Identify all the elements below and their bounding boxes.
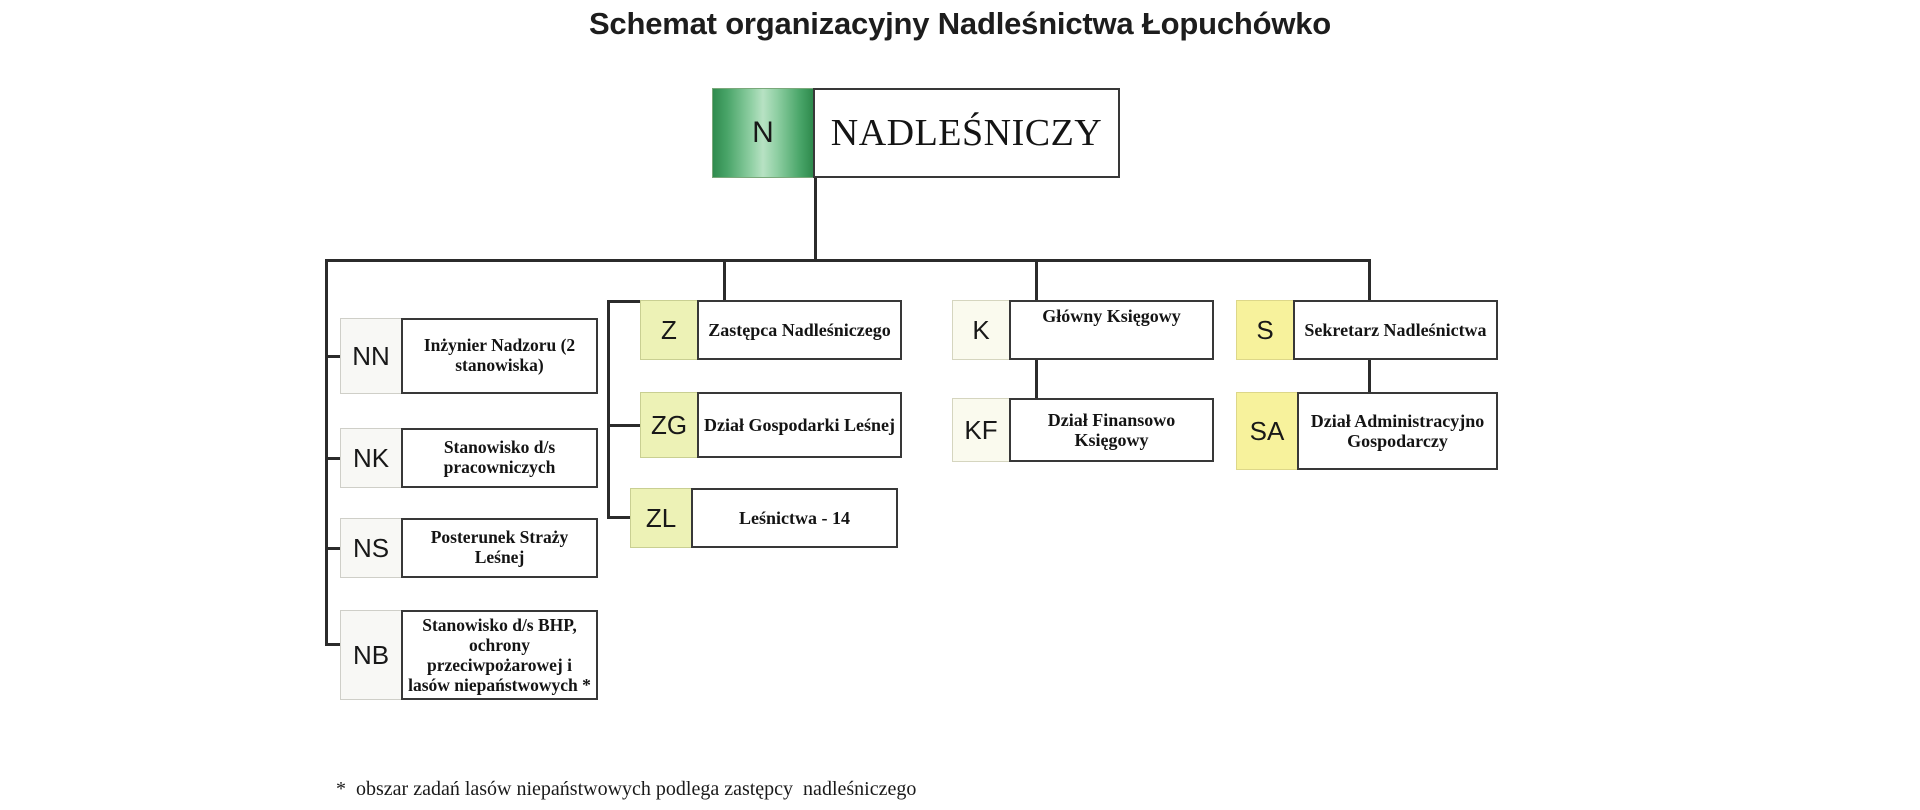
connector-drop-colD (1368, 259, 1371, 300)
node-ns[interactable]: NS Posterunek Straży Leśnej (340, 518, 598, 578)
connector-drop-colB (723, 259, 726, 300)
connector-z-spine-top (607, 300, 643, 303)
node-sa[interactable]: SA Dział Administracyjno Gospodarczy (1236, 392, 1498, 470)
node-code-s: S (1236, 300, 1294, 360)
node-title-ns: Posterunek Straży Leśnej (401, 518, 598, 578)
connector-k-to-kf (1035, 358, 1038, 400)
node-code-kf: KF (952, 398, 1010, 462)
node-code-nk: NK (340, 428, 402, 488)
node-code-nn: NN (340, 318, 402, 394)
node-code-k: K (952, 300, 1010, 360)
node-zg[interactable]: ZG Dział Gospodarki Leśnej (640, 392, 902, 458)
node-title-k: Główny Księgowy (1009, 300, 1214, 360)
node-title-z: Zastępca Nadleśniczego (697, 300, 902, 360)
node-title-s: Sekretarz Nadleśnictwa (1293, 300, 1498, 360)
node-kf[interactable]: KF Dział Finansowo Księgowy (952, 398, 1214, 462)
node-nn[interactable]: NN Inżynier Nadzoru (2 stanowiska) (340, 318, 598, 394)
connector-drop-colA (325, 259, 328, 646)
page-title: Schemat organizacyjny Nadleśnictwa Łopuc… (588, 6, 1332, 41)
node-code-nb: NB (340, 610, 402, 700)
node-code-ns: NS (340, 518, 402, 578)
node-zl[interactable]: ZL Leśnictwa - 14 (630, 488, 898, 548)
connector-z-spine (607, 300, 610, 519)
node-code-sa: SA (1236, 392, 1298, 470)
connector-drop-colC (1035, 259, 1038, 300)
node-title-zg: Dział Gospodarki Leśnej (697, 392, 902, 458)
connector-s-to-sa (1368, 358, 1371, 394)
node-s[interactable]: S Sekretarz Nadleśnictwa (1236, 300, 1498, 360)
connector-root-stem (814, 178, 817, 261)
node-title-kf: Dział Finansowo Księgowy (1009, 398, 1214, 462)
node-code-zg: ZG (640, 392, 698, 458)
node-nb[interactable]: NB Stanowisko d/s BHP, ochrony przeciwpo… (340, 610, 598, 700)
node-nk[interactable]: NK Stanowisko d/s pracowniczych (340, 428, 598, 488)
node-title-zl: Leśnictwa - 14 (691, 488, 898, 548)
connector-main-bus (325, 259, 1370, 262)
node-title-sa: Dział Administracyjno Gospodarczy (1297, 392, 1498, 470)
node-title-nb-text: Stanowisko d/s BHP, ochrony przeciwpożar… (408, 615, 591, 695)
node-title-nn: Inżynier Nadzoru (2 stanowiska) (401, 318, 598, 394)
node-title-nk: Stanowisko d/s pracowniczych (401, 428, 598, 488)
node-z[interactable]: Z Zastępca Nadleśniczego (640, 300, 902, 360)
node-code-z: Z (640, 300, 698, 360)
node-title-nb: Stanowisko d/s BHP, ochrony przeciwpożar… (401, 610, 598, 700)
footnote: * obszar zadań lasów niepaństwowych podl… (336, 778, 917, 800)
connector-stub-zg (607, 424, 643, 427)
node-code-n: N (712, 88, 814, 178)
node-nadlesniczy[interactable]: N NADLEŚNICZY (712, 88, 1120, 178)
node-title-n: NADLEŚNICZY (813, 88, 1120, 178)
node-k[interactable]: K Główny Księgowy (952, 300, 1214, 360)
node-code-zl: ZL (630, 488, 692, 548)
